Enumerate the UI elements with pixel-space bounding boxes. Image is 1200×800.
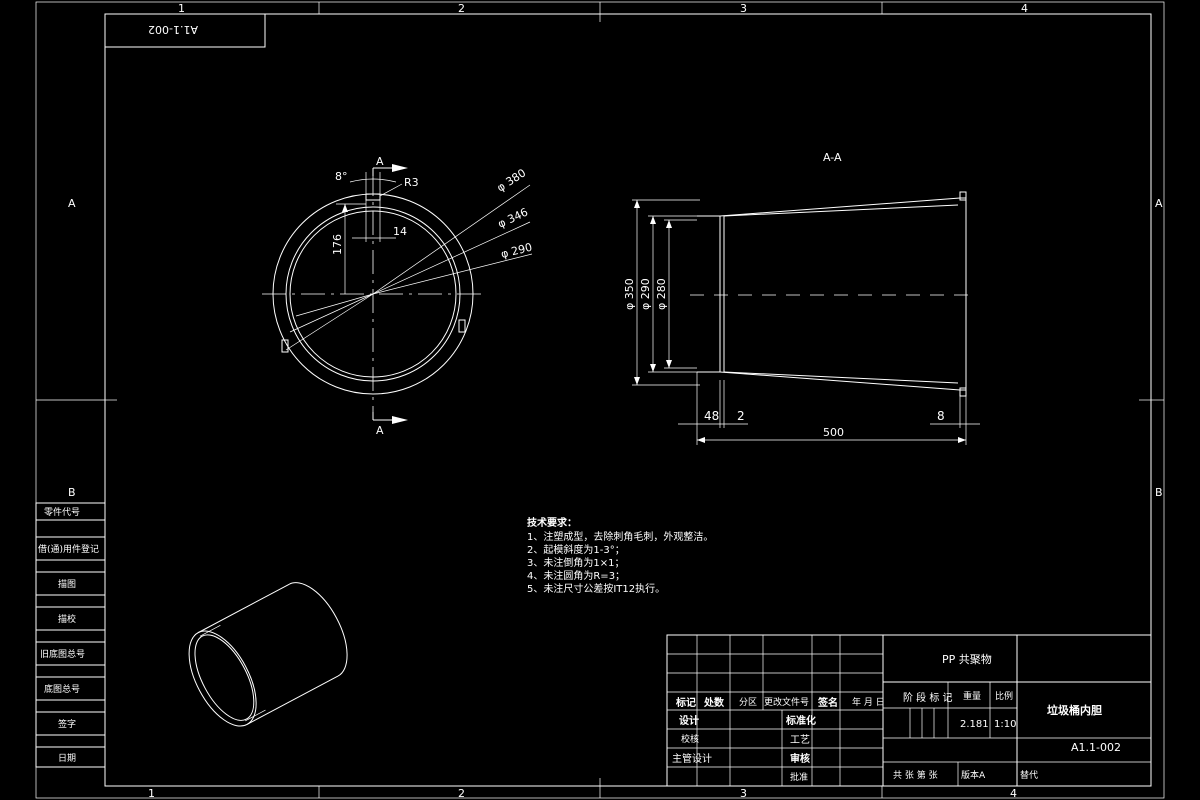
tech-title: 技术要求： bbox=[527, 516, 577, 529]
tech-requirements: 技术要求： 1、注塑成型，去除刺角毛刺，外观整洁。 2、起模斜度为1-3°； 3… bbox=[527, 516, 713, 595]
strip-label-old-base: 旧底图总号 bbox=[40, 648, 85, 660]
version: 版本A bbox=[961, 769, 986, 781]
zone-ticks bbox=[36, 2, 1164, 798]
scale-label: 比例 bbox=[995, 690, 1013, 702]
col-label-2-bottom: 2 bbox=[458, 787, 465, 800]
drawing-number-rotated: A1.1-002 bbox=[148, 23, 198, 36]
strip-label-signature: 签字 bbox=[58, 718, 76, 730]
section-label: A-A bbox=[823, 151, 842, 164]
outer-frame bbox=[35, 1, 1165, 799]
role-design: 设计 bbox=[679, 714, 699, 727]
dim-angle: 8° bbox=[335, 170, 348, 183]
role-process: 工艺 bbox=[790, 734, 810, 746]
col-label-4: 4 bbox=[1021, 2, 1028, 15]
title-block bbox=[666, 634, 1152, 787]
dim-500: 500 bbox=[823, 426, 844, 439]
front-view bbox=[262, 164, 533, 424]
dim-2: 2 bbox=[737, 409, 745, 423]
strip-label-date: 日期 bbox=[58, 753, 76, 764]
role-check: 校核 bbox=[681, 733, 699, 745]
isometric-view bbox=[188, 582, 348, 727]
weight-value: 2.181 bbox=[960, 719, 989, 730]
role-lead-design: 主管设计 bbox=[672, 752, 712, 765]
dim-radius: R3 bbox=[404, 176, 419, 189]
row-label-a: A bbox=[68, 197, 76, 210]
title-drawing-no: A1.1-002 bbox=[1071, 741, 1121, 754]
tech-item-4: 4、未注圆角为R=3； bbox=[527, 569, 625, 582]
col-label-2: 2 bbox=[458, 2, 465, 15]
stage-label: 阶 段 标 记 bbox=[903, 691, 953, 704]
cut-label-bottom: A bbox=[376, 424, 384, 437]
hdr-count: 处数 bbox=[703, 696, 725, 709]
title-material: PP 共聚物 bbox=[942, 652, 992, 666]
role-review: 审核 bbox=[790, 752, 810, 765]
col-label-3-bottom: 3 bbox=[740, 787, 747, 800]
col-label-1: 1 bbox=[178, 2, 185, 15]
hdr-date: 年 月 日 bbox=[852, 696, 885, 708]
dim-14: 14 bbox=[393, 225, 407, 238]
hdr-zone: 分区 bbox=[739, 697, 757, 708]
replace: 替代 bbox=[1020, 769, 1038, 781]
hdr-mark: 标记 bbox=[675, 696, 696, 709]
sheet-info: 共 张 第 张 bbox=[893, 769, 938, 781]
dim-176: 176 bbox=[331, 234, 344, 255]
col-label-3: 3 bbox=[740, 2, 747, 15]
tech-item-2: 2、起模斜度为1-3°； bbox=[527, 543, 625, 556]
tech-item-1: 1、注塑成型，去除刺角毛刺，外观整洁。 bbox=[527, 530, 713, 543]
role-standard: 标准化 bbox=[785, 714, 816, 727]
dim-d380: φ 380 bbox=[495, 166, 529, 194]
tech-item-5: 5、未注尺寸公差按IT12执行。 bbox=[527, 582, 665, 595]
strip-label-trace-check: 描校 bbox=[58, 613, 76, 625]
section-view bbox=[632, 191, 980, 445]
scale-value: 1:10 bbox=[994, 719, 1016, 730]
hdr-change-doc: 更改文件号 bbox=[764, 696, 809, 708]
left-strip bbox=[35, 502, 106, 768]
strip-label-part-code: 零件代号 bbox=[44, 506, 80, 518]
col-label-1-bottom: 1 bbox=[148, 787, 155, 800]
role-approve: 批准 bbox=[790, 771, 808, 783]
row-label-b: B bbox=[68, 486, 76, 499]
strip-label-trace: 描图 bbox=[58, 578, 76, 590]
dim-d280: φ 280 bbox=[655, 278, 668, 310]
drawing-number-box bbox=[104, 13, 266, 48]
strip-label-borrow: 借(通)用件登记 bbox=[38, 543, 99, 555]
col-label-4-bottom: 4 bbox=[1010, 787, 1017, 800]
hdr-sign: 签名 bbox=[817, 696, 838, 709]
cut-label-top: A bbox=[376, 155, 384, 168]
dim-48: 48 bbox=[704, 409, 719, 423]
part-name: 垃圾桶内胆 bbox=[1047, 703, 1102, 717]
dim-d350: φ 350 bbox=[623, 278, 636, 310]
dim-d290-side: φ 290 bbox=[639, 278, 652, 310]
dim-d346: φ 346 bbox=[496, 206, 530, 231]
dim-8: 8 bbox=[937, 409, 945, 423]
row-label-a-right: A bbox=[1155, 197, 1163, 210]
weight-label: 重量 bbox=[963, 690, 981, 702]
tech-item-3: 3、未注倒角为1×1； bbox=[527, 556, 624, 569]
strip-label-base: 底图总号 bbox=[44, 683, 80, 695]
row-label-b-right: B bbox=[1155, 486, 1163, 499]
inner-frame bbox=[104, 13, 1152, 787]
